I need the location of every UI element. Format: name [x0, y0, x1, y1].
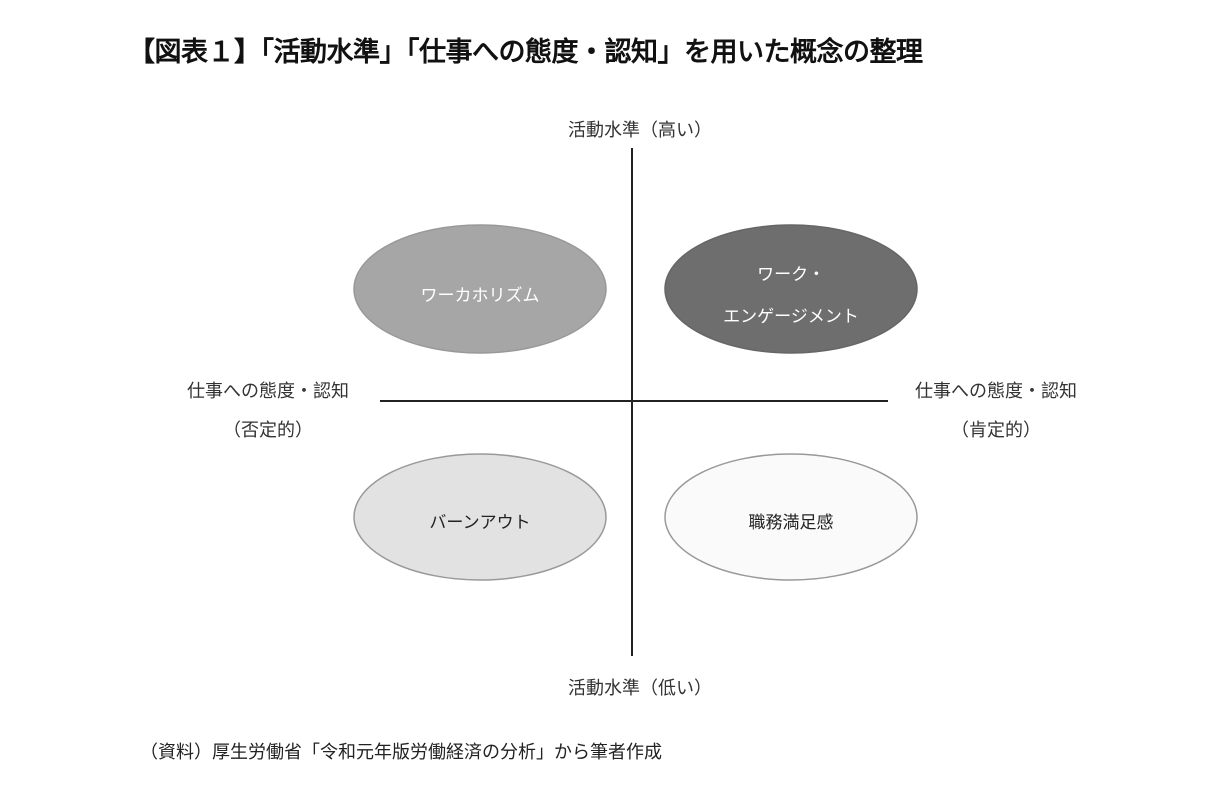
label-burnout: バーンアウト [429, 513, 530, 533]
ellipse-burnout [353, 453, 607, 581]
ellipse-work-engagement [664, 224, 918, 354]
label-workaholism: ワーカホリズム [421, 286, 540, 306]
axis-label-top: 活動水準（高い） [568, 120, 712, 141]
source-note: （資料）厚生労働省「令和元年版労働経済の分析」から筆者作成 [140, 742, 662, 763]
axis-label-right-line2: （肯定的） [951, 420, 1041, 441]
ellipse-job-satisfaction [664, 453, 918, 581]
ellipse-workaholism [353, 224, 607, 354]
axis-label-bottom: 活動水準（低い） [568, 678, 712, 699]
label-work-engagement-line1: ワーク・ [757, 265, 825, 285]
label-job-satisfaction: 職務満足感 [749, 513, 834, 533]
axis-label-left-line1: 仕事への態度・認知 [187, 381, 349, 402]
figure-title: 【図表１】「活動水準」「仕事への態度・認知」を用いた概念の整理 [128, 37, 923, 68]
axis-label-left-line2: （否定的） [223, 420, 313, 441]
axis-label-right-line1: 仕事への態度・認知 [915, 381, 1077, 402]
label-work-engagement-line2: エンゲージメント [723, 307, 859, 327]
